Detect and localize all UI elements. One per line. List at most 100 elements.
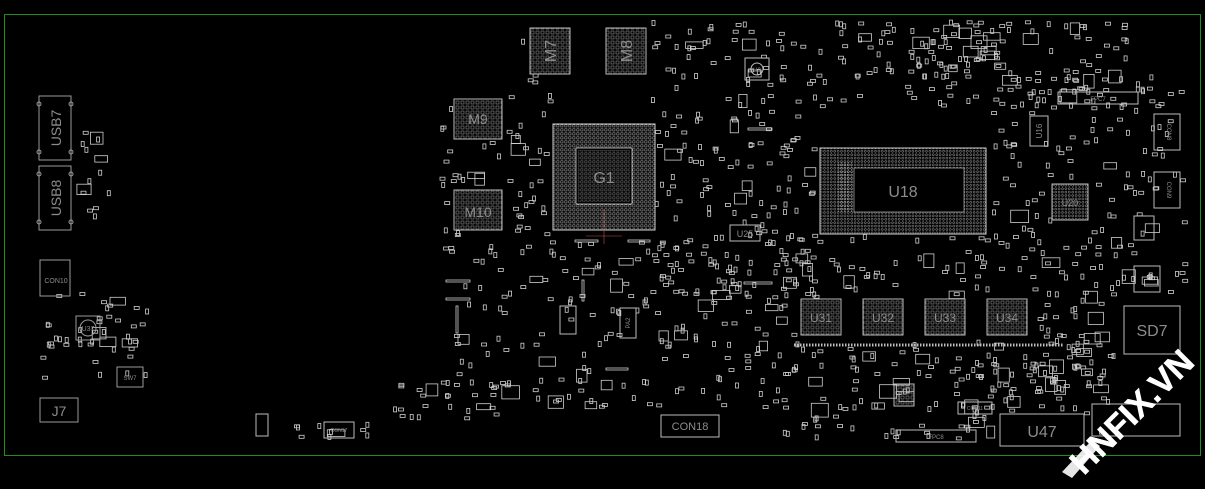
smd-part: [1155, 104, 1162, 109]
smd-part: [871, 402, 885, 410]
component-u47[interactable]: U47: [999, 413, 1085, 447]
smd-part: [663, 253, 670, 257]
smd-part: [581, 267, 595, 276]
component-sd7[interactable]: SD7: [1123, 305, 1181, 355]
component-inductor[interactable]: [559, 305, 577, 335]
component-u24[interactable]: [1133, 215, 1155, 241]
component-con17[interactable]: CON17: [323, 421, 355, 439]
smd-part: [1085, 37, 1092, 41]
component-u33[interactable]: U33: [924, 298, 966, 336]
label-pa2: PA2: [626, 317, 632, 329]
component-u25[interactable]: U25: [729, 224, 761, 242]
smd-part: [787, 175, 792, 182]
smd-part: [700, 251, 707, 256]
smd-part: [537, 179, 544, 184]
component-m7[interactable]: M7: [529, 27, 571, 75]
component-usb7[interactable]: USB7: [36, 95, 74, 161]
component-pa2[interactable]: PA2: [619, 307, 637, 339]
component-small-ic[interactable]: [893, 383, 915, 407]
smd-part: [1098, 301, 1105, 306]
smd-part: [735, 254, 740, 261]
component-u37[interactable]: U37: [75, 315, 101, 341]
smd-part: [660, 274, 666, 278]
smd-part: [92, 359, 99, 364]
smd-part: [453, 382, 460, 387]
label-u32: U32: [872, 311, 894, 325]
component-con9[interactable]: CON9: [1153, 171, 1181, 209]
component-fpc7[interactable]: FPC7: [1057, 91, 1139, 105]
smd-part: [553, 399, 559, 404]
smd-part: [1152, 186, 1159, 191]
component-u16[interactable]: U16: [1029, 115, 1049, 147]
smd-part: [709, 23, 714, 30]
smd-part: [409, 414, 414, 420]
smd-part: [128, 346, 135, 351]
component-m9[interactable]: M9: [453, 98, 503, 140]
smd-part: [833, 262, 840, 267]
smd-part: [761, 229, 768, 234]
smd-part: [727, 165, 734, 170]
smd-part: [948, 64, 958, 73]
smd-part: [958, 56, 962, 62]
smd-part: [482, 304, 487, 311]
smd-part: [1173, 171, 1177, 178]
smd-part: [600, 379, 613, 391]
component-sw[interactable]: [255, 413, 269, 437]
smd-part: [943, 65, 948, 72]
component-usb8[interactable]: USB8: [36, 165, 74, 231]
component-u32[interactable]: U32: [862, 298, 904, 336]
smd-part: [1090, 127, 1095, 133]
component-j7[interactable]: J7: [39, 397, 79, 423]
component-g1[interactable]: G1: [552, 123, 656, 244]
smd-part: [1017, 161, 1022, 168]
smd-part: [945, 264, 950, 271]
component-u5[interactable]: [1091, 403, 1181, 437]
component-con8[interactable]: CON8: [1153, 113, 1181, 151]
component-con11[interactable]: CON11: [957, 401, 993, 415]
component-fpc8[interactable]: FPC8: [895, 429, 977, 443]
smd-part: [662, 111, 667, 118]
smd-part: [667, 341, 672, 348]
smd-part: [772, 295, 779, 300]
smd-part: [518, 215, 524, 219]
component-m10[interactable]: M10: [453, 189, 503, 231]
component-u18[interactable]: U18: [819, 147, 987, 235]
smd-part: [87, 342, 94, 347]
smd-part: [476, 403, 492, 411]
smd-part: [822, 79, 827, 85]
smd-part: [443, 227, 448, 234]
smd-part: [754, 326, 761, 331]
smd-part: [558, 377, 565, 382]
trace: [455, 305, 459, 334]
component-u9[interactable]: U9: [744, 57, 770, 81]
smd-part: [549, 248, 554, 255]
smd-part: [1057, 333, 1063, 338]
smd-part: [1144, 223, 1160, 234]
smd-part: [1010, 142, 1017, 147]
smd-part: [759, 200, 764, 207]
component-sw7[interactable]: SW7: [116, 366, 144, 388]
component-u31[interactable]: U31: [800, 298, 842, 336]
smd-part: [1063, 68, 1070, 73]
smd-part: [779, 151, 786, 156]
smd-part: [912, 342, 917, 349]
smd-part: [1134, 107, 1139, 114]
smd-part: [867, 45, 874, 50]
smd-part: [678, 386, 685, 391]
smd-part: [724, 251, 729, 258]
component-u20[interactable]: U20: [1051, 183, 1089, 221]
smd-part: [999, 101, 1006, 106]
smd-part: [1093, 384, 1109, 394]
smd-part: [651, 97, 655, 103]
component-m8[interactable]: M8: [605, 27, 647, 75]
smd-part: [810, 287, 814, 293]
component-con18[interactable]: CON18: [660, 414, 720, 438]
smd-part: [99, 336, 117, 348]
smd-part: [665, 67, 672, 72]
component-u27[interactable]: [1133, 265, 1161, 293]
component-con10[interactable]: CON10: [39, 259, 71, 297]
component-u34[interactable]: U34: [986, 298, 1028, 336]
smd-part: [1094, 331, 1110, 343]
smd-part: [1087, 311, 1104, 325]
